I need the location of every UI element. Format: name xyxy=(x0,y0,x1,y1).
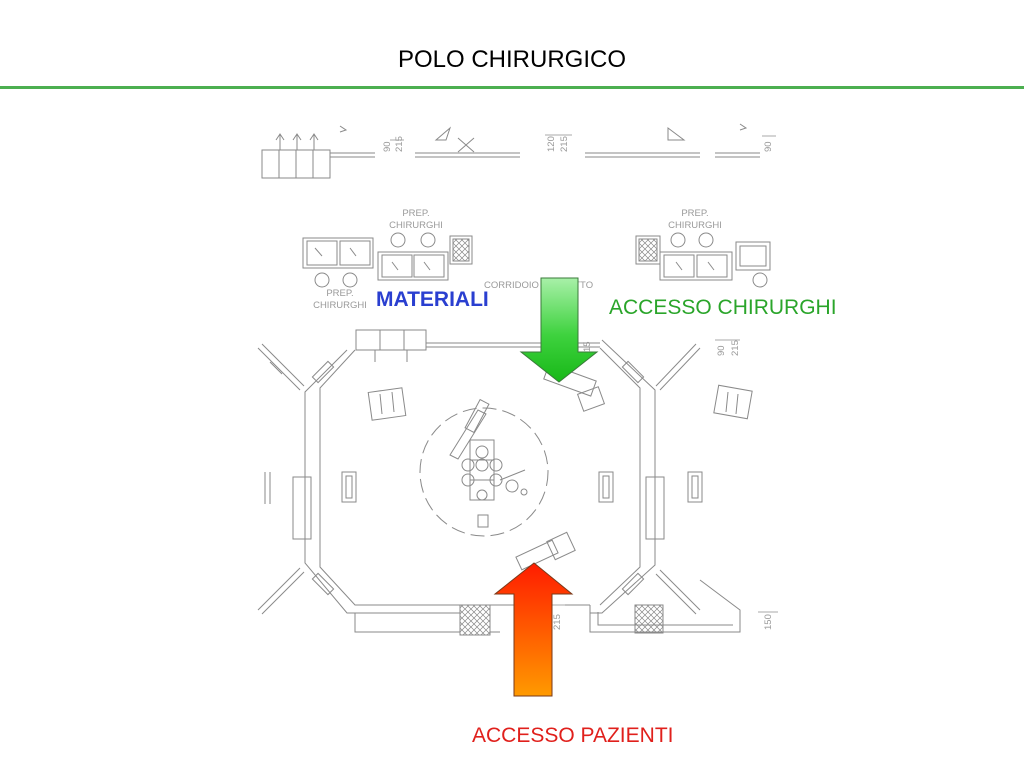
room-equipment xyxy=(341,363,753,571)
accesso-chirurghi-label: ACCESSO CHIRURGHI xyxy=(609,296,837,319)
operating-room xyxy=(257,339,701,615)
plan-annotations: PREP. CHIRURGHI PREP. CHIRURGHI PREP. CH… xyxy=(313,136,774,630)
dim-15: 15 xyxy=(582,341,593,352)
materiali-label: MATERIALI xyxy=(376,288,489,311)
corridor-label: CORRIDOIO PROTETTO xyxy=(484,280,593,291)
prep-label-3b: CHIRURGHI xyxy=(313,300,367,311)
accesso-pazienti-label: ACCESSO PAZIENTI xyxy=(472,724,674,747)
dim-90-a: 90 xyxy=(382,141,393,152)
dimension-marks xyxy=(390,134,778,613)
dim-120: 120 xyxy=(546,136,557,152)
prep-chirurghi-right xyxy=(635,232,771,288)
prep-label-2a: PREP. xyxy=(681,208,708,219)
green-arrow-down xyxy=(519,277,599,383)
dim-215-d: 215 xyxy=(552,614,563,630)
prep-label-3a: PREP. xyxy=(326,288,353,299)
prep-label-1b: CHIRURGHI xyxy=(389,220,443,231)
prep-label-2b: CHIRURGHI xyxy=(668,220,722,231)
dim-150: 150 xyxy=(763,614,774,630)
bottom-wall xyxy=(354,579,741,636)
operating-table-area xyxy=(419,398,549,537)
prep-chirurghi-left xyxy=(302,232,473,288)
dim-90-c: 90 xyxy=(716,345,727,356)
title-divider xyxy=(0,86,1024,89)
top-wall xyxy=(261,123,760,179)
dim-215-a: 215 xyxy=(394,136,405,152)
dim-215-c: 215 xyxy=(730,340,741,356)
dim-215-b: 215 xyxy=(559,136,570,152)
dim-90-b: 90 xyxy=(763,141,774,152)
page-title: POLO CHIRURGICO xyxy=(397,46,627,73)
prep-label-1a: PREP. xyxy=(402,208,429,219)
red-arrow-up xyxy=(493,562,574,697)
